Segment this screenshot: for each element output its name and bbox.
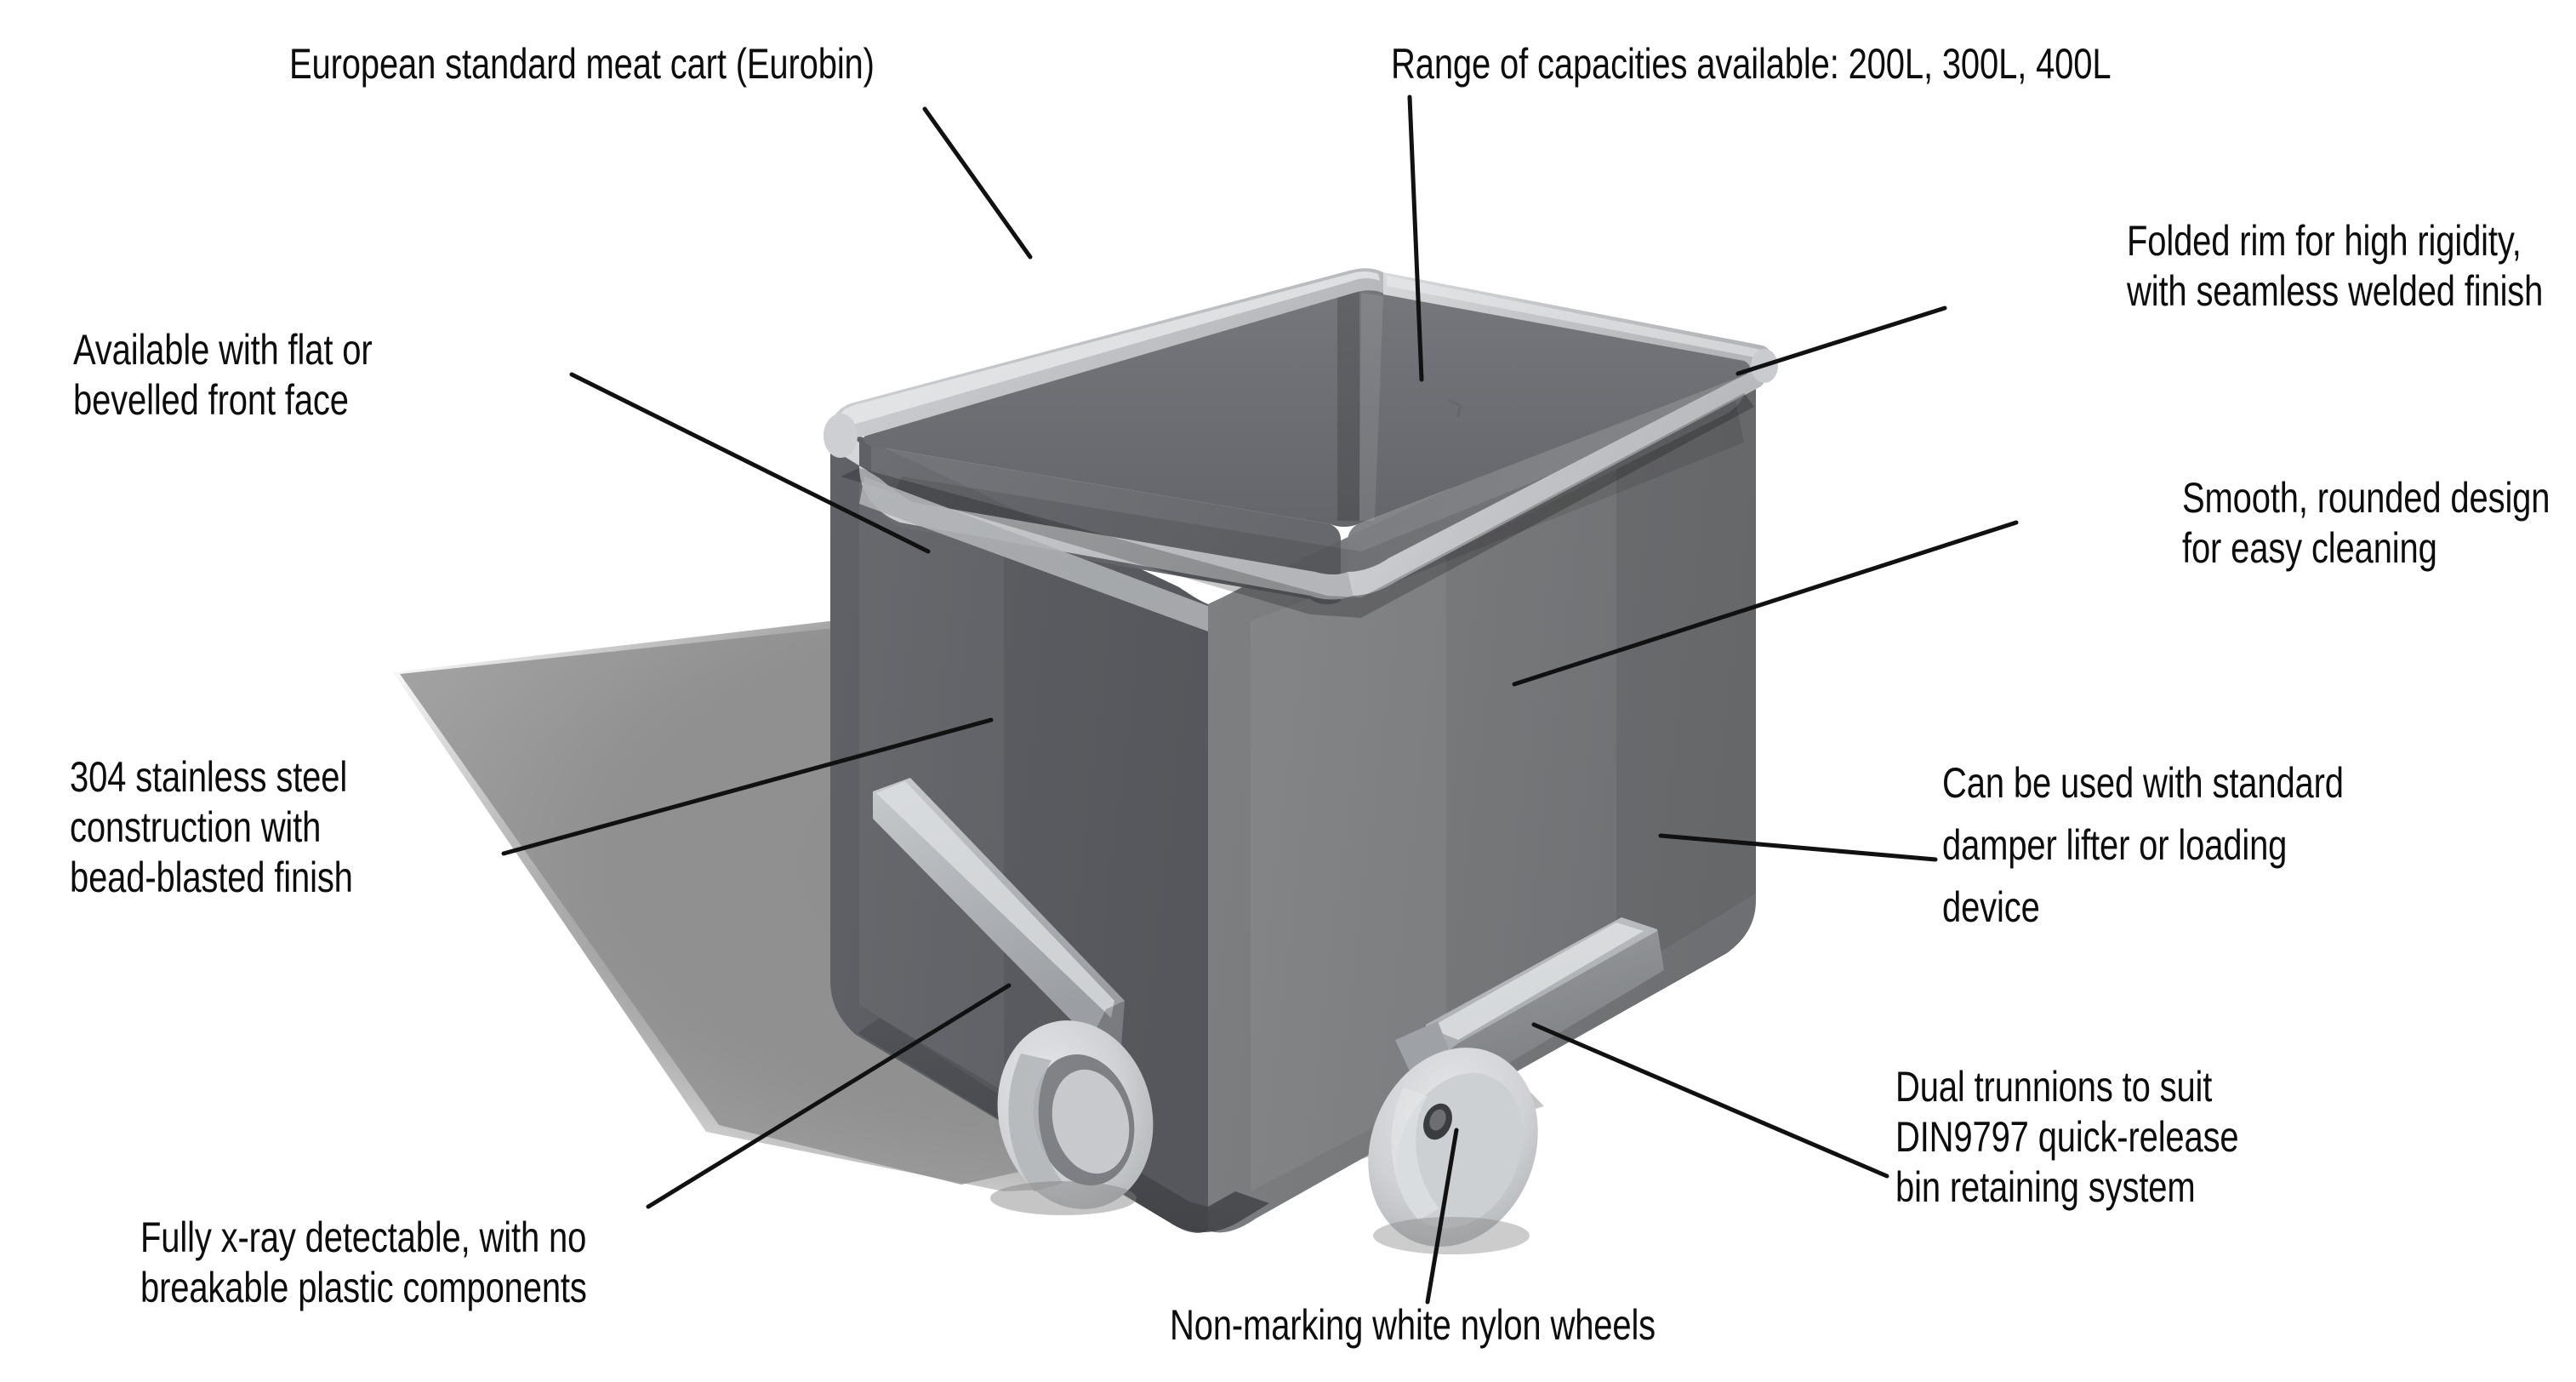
trunnion-right — [1426, 917, 1664, 1089]
wheels — [990, 1020, 1538, 1254]
callout-damper-lifter: Can be used with standard damper lifter … — [1942, 759, 2344, 931]
interior-back-wall — [863, 285, 1751, 527]
rim-right-edge — [1348, 366, 1767, 596]
callout-smooth-rounded: Smooth, rounded design for easy cleaning — [2182, 474, 2550, 572]
callout-stainless-steel: 304 stainless steel construction with be… — [70, 753, 353, 901]
callout-xray-detectable: Fully x-ray detectable, with no breakabl… — [140, 1214, 587, 1311]
folded-rim — [824, 268, 1778, 631]
callout-front-face: Available with flat or bevelled front fa… — [73, 326, 373, 424]
interior-mark — [1447, 398, 1462, 418]
callout-folded-rim: Folded rim for high rigidity, with seaml… — [2127, 217, 2544, 315]
callout-dual-trunnions: Dual trunnions to suit DIN9797 quick-rel… — [1895, 1063, 2239, 1211]
callout-capacities: Range of capacities available: 200L, 300… — [1391, 40, 2112, 88]
rim-front-bead — [859, 477, 1208, 631]
callout-nylon-wheels: Non-marking white nylon wheels — [1170, 1301, 1656, 1349]
callout-european-standard: European standard meat cart (Eurobin) — [289, 40, 875, 88]
wheel-left — [997, 1020, 1154, 1209]
